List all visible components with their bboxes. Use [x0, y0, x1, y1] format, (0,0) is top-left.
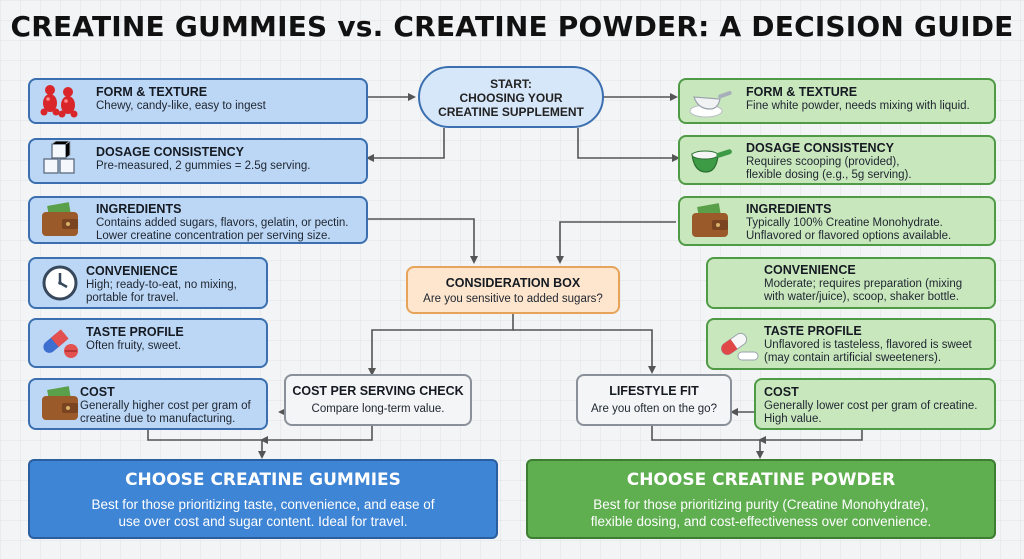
consideration-desc: Are you sensitive to added sugars?: [423, 293, 603, 305]
choose-gummies-title: CHOOSE CREATINE GUMMIES: [125, 470, 401, 490]
start-node: START: CHOOSING YOUR CREATINE SUPPLEMENT: [418, 66, 604, 128]
gummies-ingredients-card: INGREDIENTS Contains added sugars, flavo…: [28, 196, 368, 244]
start-line: CHOOSING YOUR: [459, 91, 563, 105]
choose-gummies-desc: use over cost and sugar content. Ideal f…: [118, 514, 408, 529]
consideration-title: CONSIDERATION BOX: [445, 276, 581, 290]
card-title: FORM & TEXTURE: [746, 85, 858, 99]
card-desc: creatine due to manufacturing.: [80, 413, 236, 425]
gummies-convenience-card: CONVENIENCE High; ready-to-eat, no mixin…: [28, 257, 268, 309]
gummies-dosage-card: DOSAGE CONSISTENCY Pre-measured, 2 gummi…: [28, 138, 368, 184]
card-title: TASTE PROFILE: [764, 324, 862, 338]
cost-check-desc: Compare long-term value.: [311, 403, 445, 415]
gummies-form-texture-card: FORM & TEXTURE Chewy, candy-like, easy t…: [28, 78, 368, 124]
consideration-box: CONSIDERATION BOX Are you sensitive to a…: [406, 266, 620, 314]
lifestyle-title: LIFESTYLE FIT: [609, 384, 699, 398]
powder-cost-card: COST Generally lower cost per gram of cr…: [754, 378, 996, 430]
gummies-cost-card: COST Generally higher cost per gram of c…: [28, 378, 268, 430]
card-title: TASTE PROFILE: [86, 325, 184, 339]
card-desc: Moderate; requires preparation (mixing: [764, 278, 963, 290]
choose-gummies-box: CHOOSE CREATINE GUMMIES Best for those p…: [28, 459, 498, 539]
powder-taste-card: TASTE PROFILE Unflavored is tasteless, f…: [706, 318, 996, 370]
card-title: COST: [80, 385, 115, 399]
powder-ingredients-card: INGREDIENTS Typically 100% Creatine Mono…: [678, 196, 996, 246]
card-title: DOSAGE CONSISTENCY: [746, 141, 894, 155]
card-desc: with water/juice), scoop, shaker bottle.: [764, 291, 959, 303]
clock-icon: [38, 263, 82, 303]
card-desc: Contains added sugars, flavors, gelatin,…: [96, 217, 349, 229]
card-desc: Typically 100% Creatine Monohydrate.: [746, 217, 943, 229]
card-desc: flexible dosing (e.g., 5g serving).: [746, 169, 912, 181]
card-desc: Pre-measured, 2 gummies = 2.5g serving.: [96, 160, 311, 172]
wallet-icon: [38, 200, 82, 240]
powder-dosage-card: DOSAGE CONSISTENCY Requires scooping (pr…: [678, 135, 996, 185]
gummy-bear-icon: [38, 81, 82, 121]
card-desc: Unflavored is tasteless, flavored is swe…: [764, 339, 972, 351]
card-desc: (may contain artificial sweeteners).: [764, 352, 942, 364]
powder-convenience-card: CONVENIENCE Moderate; requires preparati…: [706, 257, 996, 309]
card-title: CONVENIENCE: [764, 263, 856, 277]
choose-powder-desc: flexible dosing, and cost-effectiveness …: [590, 514, 932, 529]
lifestyle-desc: Are you often on the go?: [591, 403, 717, 415]
card-title: FORM & TEXTURE: [96, 85, 208, 99]
choose-powder-desc: Best for those prioritizing purity (Crea…: [593, 497, 929, 512]
card-desc: Often fruity, sweet.: [86, 340, 182, 352]
card-desc: portable for travel.: [86, 292, 179, 304]
cubes-icon: [38, 141, 82, 181]
card-desc: High; ready-to-eat, no mixing,: [86, 279, 237, 291]
card-title: COST: [764, 385, 799, 399]
scoop-icon: [688, 140, 732, 180]
card-title: DOSAGE CONSISTENCY: [96, 145, 244, 159]
powder-scoop-icon: [688, 81, 732, 121]
cost-check-title: COST PER SERVING CHECK: [292, 384, 464, 398]
cost-check-box: COST PER SERVING CHECK Compare long-term…: [284, 374, 472, 426]
card-title: CONVENIENCE: [86, 264, 178, 278]
choose-powder-box: CHOOSE CREATINE POWDER Best for those pr…: [526, 459, 996, 539]
card-desc: Unflavored or flavored options available…: [746, 230, 952, 242]
start-line: START:: [490, 77, 532, 91]
wallet-icon: [688, 201, 732, 241]
page-title: CREATINE GUMMIES vs. CREATINE POWDER: A …: [10, 10, 1014, 43]
card-desc: Generally higher cost per gram of: [80, 400, 251, 412]
choose-gummies-desc: Best for those prioritizing taste, conve…: [91, 497, 435, 512]
card-desc: Lower creatine concentration per serving…: [96, 230, 331, 242]
start-line: CREATINE SUPPLEMENT: [438, 105, 584, 119]
card-desc: Requires scooping (provided),: [746, 156, 900, 168]
gummies-taste-card: TASTE PROFILE Often fruity, sweet.: [28, 318, 268, 368]
capsule-icon: [716, 324, 760, 364]
capsule-icon: [38, 323, 82, 363]
lifestyle-box: LIFESTYLE FIT Are you often on the go?: [576, 374, 732, 426]
choose-powder-title: CHOOSE CREATINE POWDER: [626, 470, 896, 490]
card-desc: High value.: [764, 413, 822, 425]
card-desc: Chewy, candy-like, easy to ingest: [96, 100, 266, 112]
card-title: INGREDIENTS: [746, 202, 832, 216]
wallet-icon: [38, 384, 82, 424]
card-desc: Generally lower cost per gram of creatin…: [764, 400, 978, 412]
card-title: INGREDIENTS: [96, 202, 182, 216]
card-desc: Fine white powder, needs mixing with liq…: [746, 100, 970, 112]
powder-form-texture-card: FORM & TEXTURE Fine white powder, needs …: [678, 78, 996, 124]
